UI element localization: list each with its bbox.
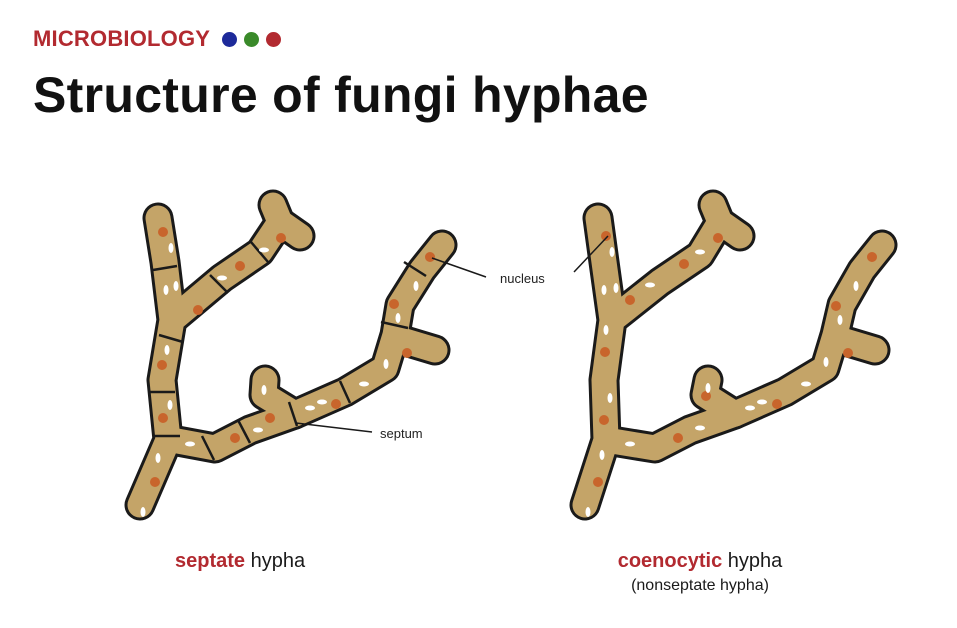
septate-hypha (124, 189, 487, 521)
caption-septate: septate hypha (175, 550, 305, 573)
caption-coenocytic-rest: hypha (727, 550, 783, 572)
page-title: Structure of fungi hyphae (33, 67, 649, 123)
caption-septate-rest: hypha (250, 550, 306, 572)
vacuoles (140, 243, 419, 517)
dot-blue (222, 31, 238, 47)
caption-coenocytic: coenocytic hypha (nonseptate hypha) (600, 550, 800, 595)
color-dots (222, 31, 282, 47)
septum-label: septum (380, 426, 423, 441)
dot-red (266, 31, 282, 47)
category-label: MICROBIOLOGY (33, 26, 211, 51)
dot-green (244, 31, 260, 47)
septa (150, 241, 427, 461)
nucleus-label: nucleus (500, 271, 545, 286)
caption-coenocytic-highlight: coenocytic (617, 550, 723, 572)
caption-septate-highlight: septate (175, 550, 246, 572)
nuclei (150, 227, 435, 487)
nuclei (593, 231, 877, 487)
header: MICROBIOLOGY (33, 26, 282, 52)
coenocytic-hypha (569, 189, 898, 521)
caption-coenocytic-sub: (nonseptate hypha) (631, 577, 769, 594)
vacuoles (585, 247, 859, 517)
